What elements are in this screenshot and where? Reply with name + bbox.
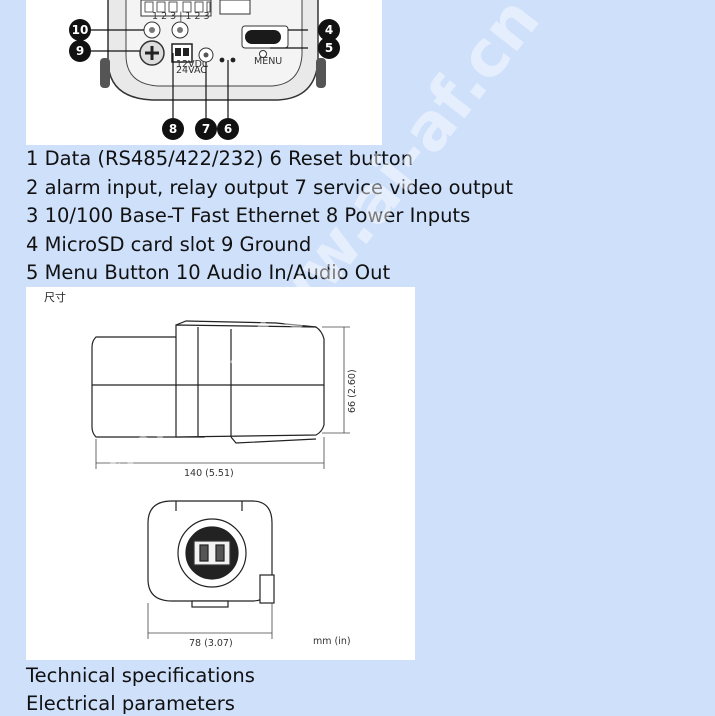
terminal-numbers: 1 2 3 | 1 2 3	[152, 11, 210, 22]
legend-line-1: 1 Data (RS485/422/232) 6 Reset button	[26, 147, 414, 170]
connector-panel-image: 1 2 3 | 1 2 3 12VDC 24VAC MENU	[26, 0, 382, 145]
svg-text:6: 6	[224, 122, 232, 136]
svg-text:8: 8	[169, 122, 177, 136]
power-label-line1: 12VDC	[176, 59, 209, 70]
technical-specifications-heading: Technical specifications	[26, 664, 255, 687]
width-dimension-label: 78 (3.07)	[189, 638, 233, 649]
legend-line-5: 5 Menu Button 10 Audio In/Audio Out	[26, 261, 391, 284]
callout-5: 5	[318, 37, 340, 59]
legend-line-2: 2 alarm input, relay output 7 service vi…	[26, 176, 513, 199]
legend-line-3: 3 10/100 Base-T Fast Ethernet 8 Power In…	[26, 204, 471, 227]
legend-line-4: 4 MicroSD card slot 9 Ground	[26, 233, 312, 256]
callout-8: 8	[162, 118, 184, 140]
camera-side-view	[91, 320, 325, 444]
svg-text:7: 7	[202, 122, 210, 136]
menu-label: MENU	[254, 56, 282, 67]
dimensions-title: 尺寸	[44, 290, 66, 304]
callout-10: 10	[69, 19, 91, 41]
unit-note: mm (in)	[313, 636, 351, 647]
callout-6: 6	[217, 118, 239, 140]
dimensions-drawing: 尺寸 66 (2.60) 140 (5.51)	[26, 287, 415, 660]
callout-7: 7	[195, 118, 217, 140]
callout-4: 4	[318, 19, 340, 41]
height-dimension-label: 66 (2.60)	[347, 369, 358, 413]
camera-front-view	[147, 500, 275, 608]
electrical-parameters-heading: Electrical parameters	[26, 692, 235, 715]
svg-text:4: 4	[325, 23, 333, 37]
callout-9: 9	[69, 40, 91, 62]
connector-panel-drawing: 1 2 3 | 1 2 3 12VDC 24VAC MENU	[69, 0, 340, 140]
svg-text:10: 10	[72, 23, 89, 37]
svg-text:9: 9	[76, 44, 84, 58]
power-label-line2: 24VAC	[176, 65, 207, 76]
svg-text:5: 5	[325, 41, 333, 55]
length-dimension-label: 140 (5.51)	[184, 468, 234, 479]
